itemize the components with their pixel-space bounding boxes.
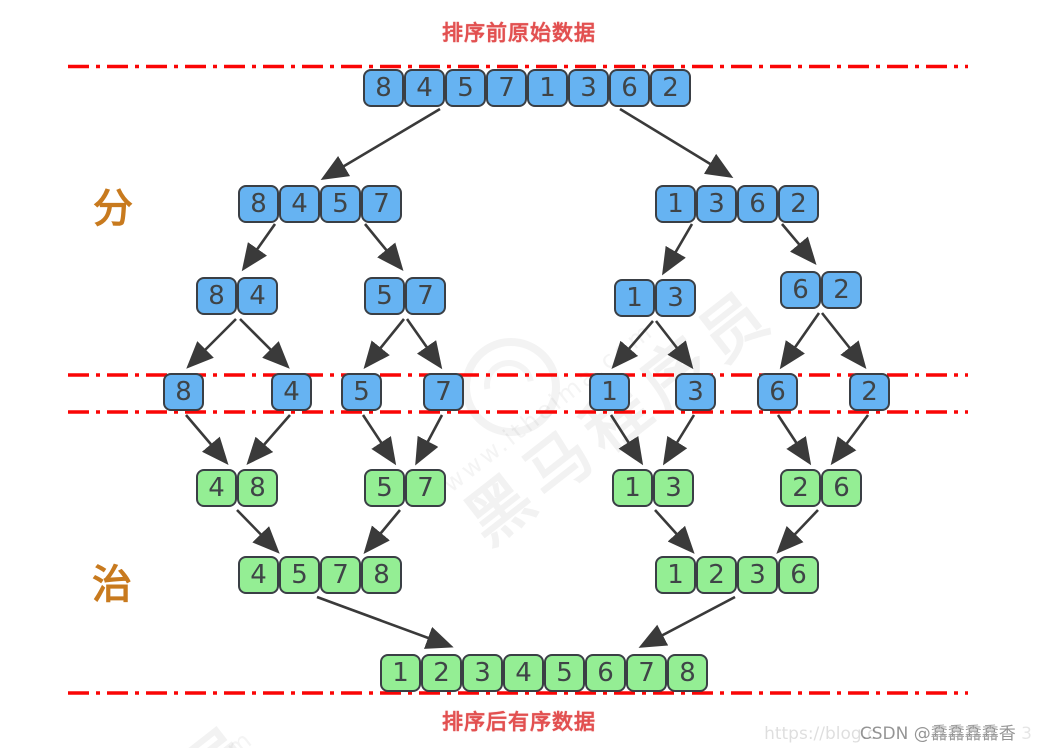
split-merge-arrow bbox=[776, 414, 812, 466]
split-merge-arrow bbox=[654, 320, 694, 370]
split-merge-arrow bbox=[363, 223, 404, 272]
split-merge-arrow bbox=[236, 509, 280, 554]
split-merge-arrow bbox=[820, 312, 867, 370]
split-merge-arrow bbox=[186, 318, 237, 369]
split-merge-arrow bbox=[320, 107, 441, 180]
arrows bbox=[185, 107, 870, 649]
split-merge-arrow bbox=[361, 414, 397, 466]
split-merge-arrow bbox=[241, 223, 277, 272]
red-boundary-lines bbox=[68, 64, 968, 695]
split-merge-arrow bbox=[316, 595, 454, 649]
split-merge-arrow bbox=[619, 107, 734, 179]
split-merge-arrow bbox=[779, 312, 821, 370]
split-merge-arrow bbox=[185, 414, 229, 465]
split-merge-arrow bbox=[781, 223, 817, 265]
split-merge-arrow bbox=[363, 509, 402, 555]
split-merge-arrow bbox=[363, 318, 406, 370]
split-merge-arrow bbox=[830, 414, 870, 466]
split-merge-arrow bbox=[654, 509, 695, 554]
split-merge-arrow bbox=[662, 414, 696, 466]
csdn-watermark-tail: 3 bbox=[1021, 724, 1032, 744]
split-merge-arrow bbox=[415, 414, 444, 466]
split-merge-arrow bbox=[246, 414, 291, 465]
split-merge-arrow bbox=[239, 318, 290, 369]
split-merge-arrow bbox=[662, 223, 694, 276]
split-merge-arrow bbox=[609, 414, 644, 466]
split-merge-arrow bbox=[776, 509, 819, 554]
split-merge-arrow bbox=[638, 595, 736, 648]
watermark-logo-ring bbox=[462, 338, 560, 436]
split-merge-arrow bbox=[405, 318, 443, 370]
csdn-watermark-url: https://blog.c bbox=[764, 724, 877, 744]
csdn-watermark: https://blog.c CSDN @馫馫馫馫香 3 bbox=[764, 719, 1032, 744]
split-merge-arrow bbox=[611, 320, 654, 369]
csdn-watermark-user: CSDN @馫馫馫馫香 bbox=[859, 724, 1016, 744]
